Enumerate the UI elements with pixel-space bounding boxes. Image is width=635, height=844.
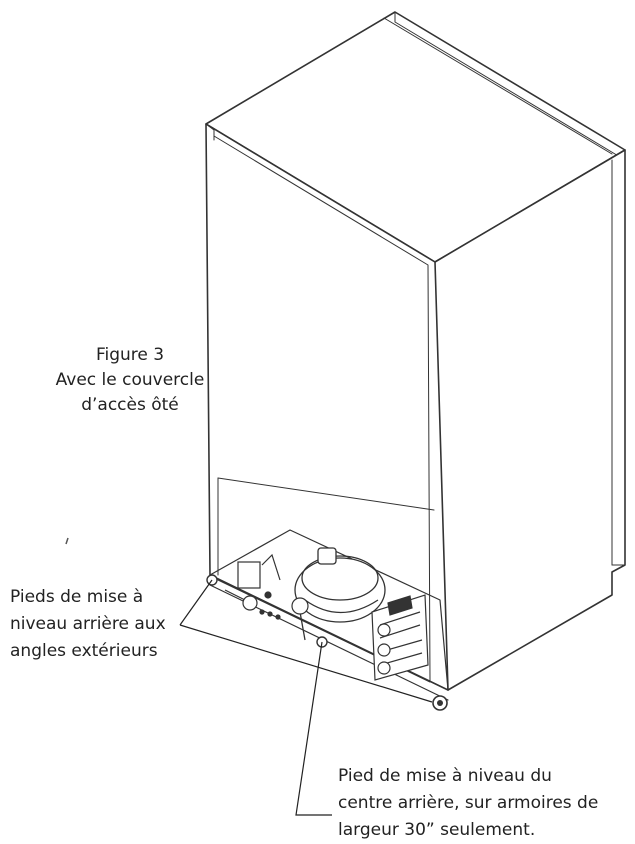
rear-outer-feet-label: Pieds de mise à niveau arrière aux angle… <box>10 584 166 665</box>
condenser-coil <box>371 594 429 681</box>
label-line: Pied de mise à niveau du <box>338 766 552 786</box>
label-line: centre arrière, sur armoires de <box>338 793 599 813</box>
electrical-components <box>224 553 309 620</box>
figure-caption-line: Avec le couvercle <box>55 370 205 390</box>
callout-leader-lines <box>179 579 433 816</box>
label-line: niveau arrière aux <box>10 614 166 634</box>
figure-caption-line: d’accès ôté <box>81 395 179 415</box>
rear-center-foot-label: Pied de mise à niveau du centre arrière,… <box>338 763 598 844</box>
label-line: largeur 30” seulement. <box>338 820 536 840</box>
label-line: angles extérieurs <box>10 641 158 661</box>
figure-number: Figure 3 <box>95 345 165 365</box>
cabinet-side-panel <box>434 149 626 691</box>
figure-caption: Figure 3 Avec le couvercle d’accès ôté <box>50 343 210 418</box>
label-line: Pieds de mise à <box>10 587 144 607</box>
access-opening-outline <box>217 477 435 511</box>
compressor-assembly <box>294 547 386 641</box>
base-plate <box>209 529 449 691</box>
